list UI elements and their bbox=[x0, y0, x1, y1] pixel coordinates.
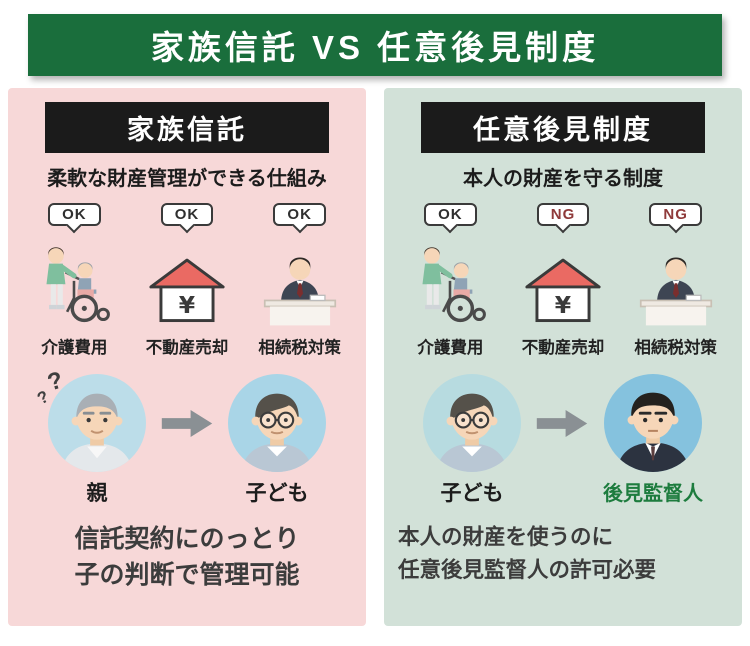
family-trust-header-label: 家族信託 bbox=[127, 115, 247, 145]
house-yen-icon bbox=[145, 237, 229, 329]
arrow-right-icon bbox=[535, 408, 589, 444]
guardianship-items: OK 介護費用 NG 不動産売却 bbox=[394, 203, 732, 358]
guardianship-flow: 子ども 後見監督人 bbox=[394, 374, 732, 507]
guardianship-header: 任意後見制度 bbox=[421, 102, 705, 153]
businessman-desk-icon bbox=[257, 237, 343, 329]
comparison-columns: 家族信託 柔軟な財産管理ができる仕組み OK 介護費用 OK bbox=[0, 88, 750, 626]
main-title-banner: 家族信託 VS 任意後見制度 bbox=[28, 14, 722, 76]
guardianship-subtitle: 本人の財産を守る制度 bbox=[463, 168, 663, 190]
badge-label: OK bbox=[287, 206, 312, 223]
supervisor-avatar bbox=[604, 374, 702, 472]
badge-label: OK bbox=[62, 206, 87, 223]
ok-badge: OK bbox=[424, 203, 477, 226]
ok-badge: OK bbox=[273, 203, 326, 226]
family-trust-description: 信託契約にのっとり 子の判断で管理可能 bbox=[18, 521, 356, 594]
family-trust-subtitle: 柔軟な財産管理ができる仕組み bbox=[47, 168, 327, 190]
child-label: 子ども bbox=[440, 482, 504, 505]
family-trust-panel: 家族信託 柔軟な財産管理ができる仕組み OK 介護費用 OK bbox=[8, 88, 366, 626]
ok-badge: OK bbox=[48, 203, 101, 226]
description-line-1: 本人の財産を使うのに bbox=[398, 525, 614, 549]
description-line-2: 任意後見監督人の許可必要 bbox=[398, 558, 657, 583]
child-avatar bbox=[423, 374, 521, 472]
badge-label: NG bbox=[663, 206, 688, 223]
description-line-1: 信託契約にのっとり bbox=[74, 525, 300, 553]
parent-avatar bbox=[48, 374, 146, 472]
item-inheritance-tax: OK 相続税対策 bbox=[243, 203, 356, 358]
badge-label: OK bbox=[438, 206, 463, 223]
item-label-real-estate: 不動産売却 bbox=[521, 339, 605, 357]
arrow-right-icon bbox=[160, 408, 214, 444]
ok-badge: OK bbox=[160, 203, 214, 226]
item-label-inheritance-tax: 相続税対策 bbox=[258, 339, 341, 357]
family-trust-flow: ? ? 親 子ども bbox=[18, 367, 356, 507]
ng-badge: NG bbox=[649, 203, 702, 226]
guardianship-description: 本人の財産を使うのに 任意後見監督人の許可必要 bbox=[394, 521, 732, 588]
family-trust-header: 家族信託 bbox=[45, 102, 329, 153]
badge-label: OK bbox=[174, 206, 200, 223]
description-line-2: 子の判断で管理可能 bbox=[74, 561, 300, 590]
question-mark-icon: ? bbox=[44, 366, 66, 397]
parent-avatar-block: ? ? 親 bbox=[34, 367, 146, 507]
child-avatar-block: 子ども bbox=[423, 374, 521, 507]
supervisor-label: 後見監督人 bbox=[603, 483, 703, 505]
infographic-page: 家族信託 VS 任意後見制度 家族信託 柔軟な財産管理ができる仕組み OK 介護… bbox=[0, 14, 750, 646]
item-label-real-estate: 不動産売却 bbox=[145, 339, 229, 357]
child-avatar-block: 子ども bbox=[228, 374, 326, 507]
caregiver-wheelchair-icon bbox=[407, 237, 493, 329]
main-title: 家族信託 VS 任意後見制度 bbox=[150, 29, 600, 66]
item-real-estate: NG 不動産売却 bbox=[507, 203, 620, 358]
badge-label: NG bbox=[550, 206, 576, 223]
caregiver-wheelchair-icon bbox=[31, 237, 117, 329]
ng-badge: NG bbox=[536, 203, 590, 226]
supervisor-avatar-block: 後見監督人 bbox=[603, 374, 703, 506]
parent-label: 親 bbox=[86, 482, 108, 505]
child-label: 子ども bbox=[245, 482, 309, 505]
guardianship-panel: 任意後見制度 本人の財産を守る制度 OK 介護費用 NG bbox=[384, 88, 742, 626]
item-inheritance-tax: NG 相続税対策 bbox=[619, 203, 732, 358]
item-care-cost: OK 介護費用 bbox=[18, 203, 131, 358]
item-label-care-cost: 介護費用 bbox=[41, 339, 108, 357]
family-trust-items: OK 介護費用 OK 不動産売却 bbox=[18, 203, 356, 358]
guardianship-header-label: 任意後見制度 bbox=[473, 115, 653, 145]
item-label-inheritance-tax: 相続税対策 bbox=[634, 339, 717, 357]
item-label-care-cost: 介護費用 bbox=[417, 339, 484, 357]
child-avatar bbox=[228, 374, 326, 472]
businessman-desk-icon bbox=[633, 237, 719, 329]
item-care-cost: OK 介護費用 bbox=[394, 203, 507, 358]
house-yen-icon bbox=[521, 237, 605, 329]
item-real-estate: OK 不動産売却 bbox=[131, 203, 244, 358]
